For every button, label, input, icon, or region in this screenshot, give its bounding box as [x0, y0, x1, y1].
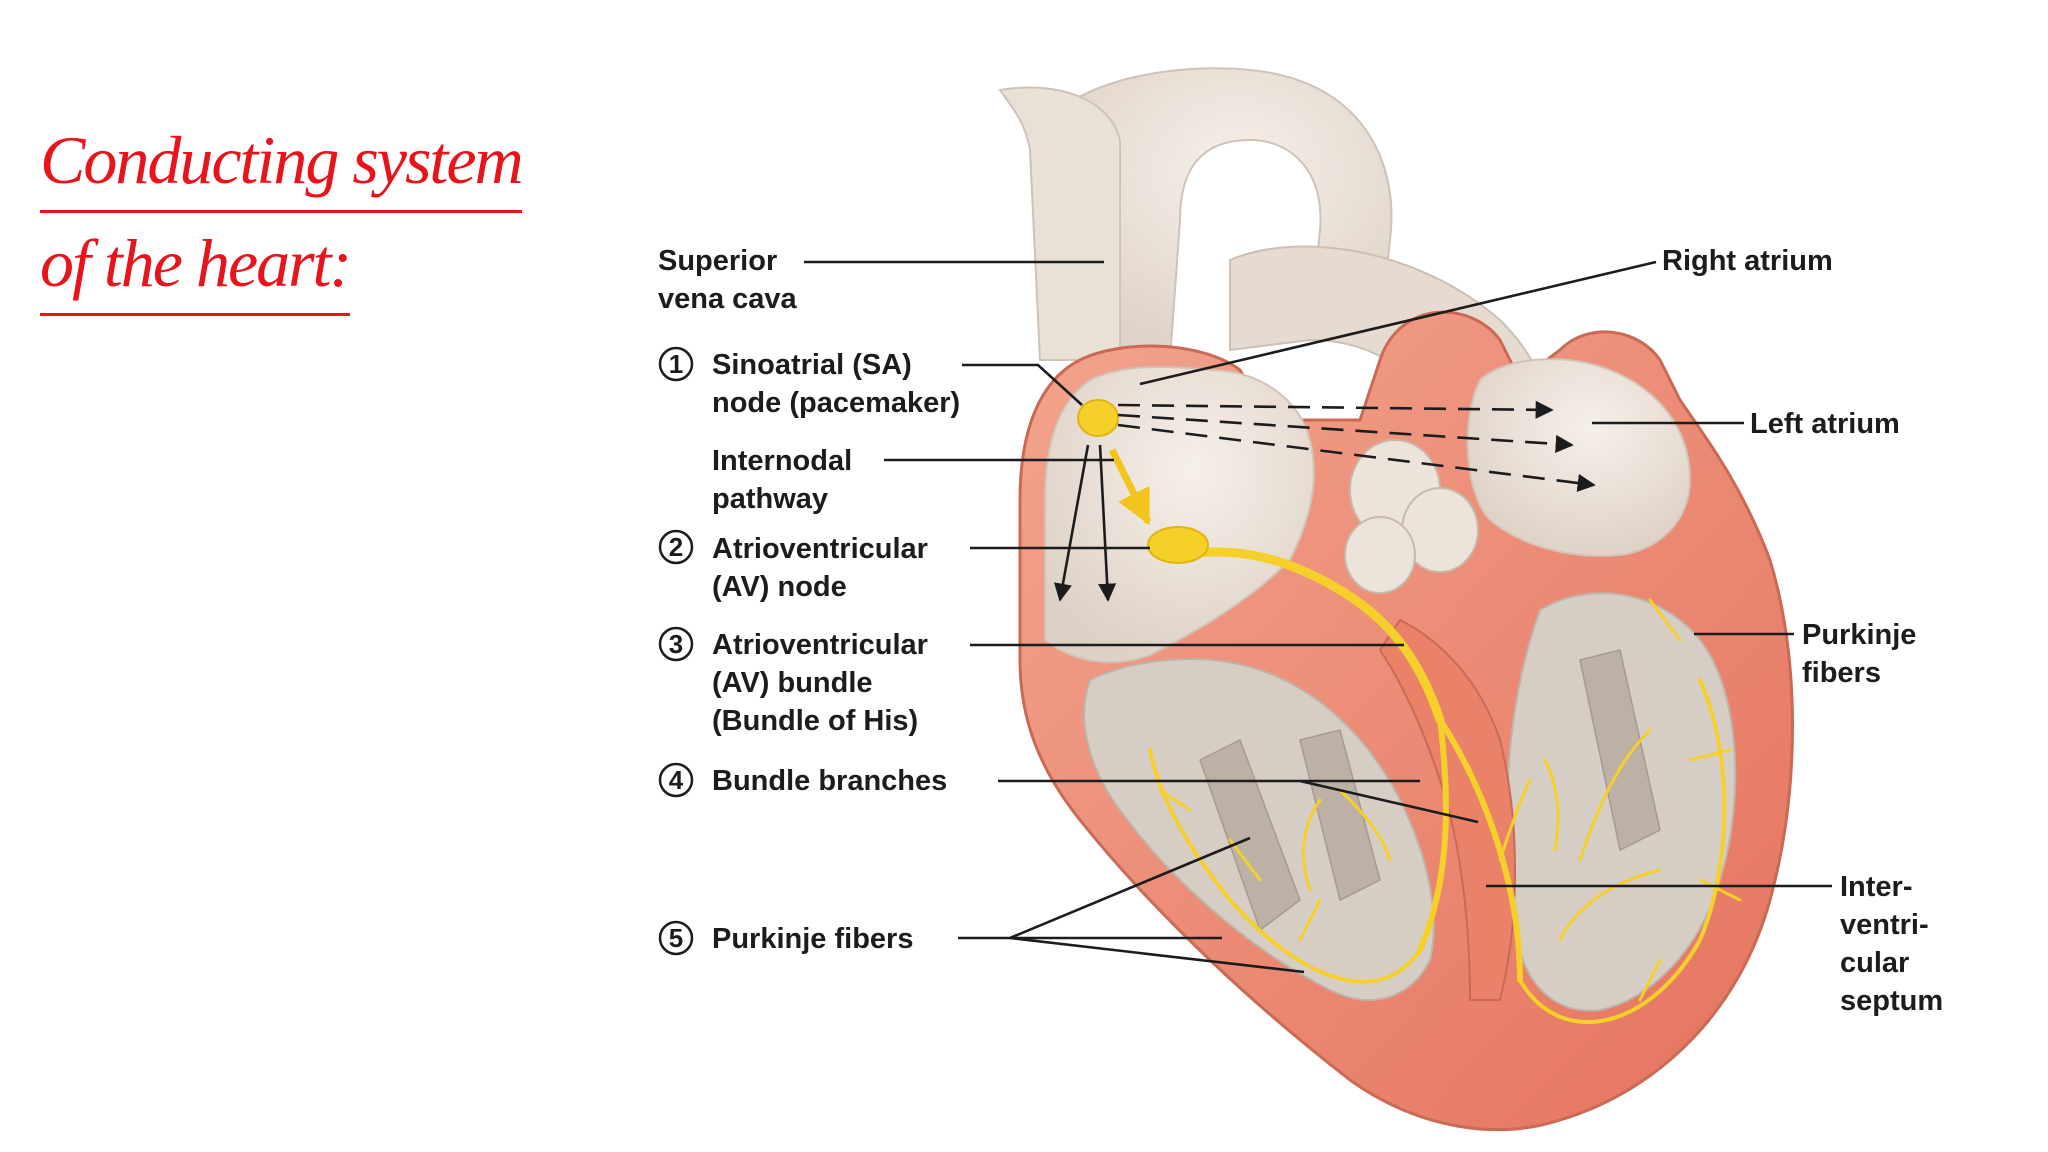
superior-vena-cava — [998, 86, 1121, 361]
step-markers: 1 2 3 4 5 — [658, 346, 694, 956]
step-2-marker: 2 — [658, 529, 694, 565]
step-3-number: 3 — [669, 629, 683, 659]
sa-down-arrow-2 — [1098, 444, 1117, 602]
step-5-number: 5 — [669, 923, 683, 953]
label-internodal-pathway: Internodal pathway — [712, 445, 860, 515]
sa-to-left-atrium-arrow-2 — [1117, 413, 1574, 454]
slide-title-line-2: of the heart: — [40, 213, 352, 316]
step-1-number: 1 — [669, 349, 683, 379]
sa-down-arrow-1 — [1053, 444, 1090, 602]
heart-valves — [1344, 439, 1479, 594]
label-left-atrium: Left atrium — [1750, 408, 1900, 440]
diagram-labels: Superior vena cava Sinoatrial (SA) node … — [658, 245, 1943, 1017]
label-interventricular-septum: Inter- ventri- cular septum — [1840, 871, 1943, 1017]
step-4-number: 4 — [669, 765, 684, 795]
sa-to-left-atrium-arrow-1 — [1117, 400, 1554, 419]
aortic-arch — [1048, 67, 1393, 361]
step-4-marker: 4 — [658, 762, 694, 798]
slide-title-line-1: Conducting system — [40, 110, 524, 213]
leader-lines — [804, 260, 1832, 974]
step-2-number: 2 — [669, 532, 683, 562]
label-av-node: Atrioventricular (AV) node — [712, 533, 936, 603]
sa-to-left-atrium-arrow-3 — [1117, 423, 1596, 492]
internodal-pathway-arrow — [1108, 448, 1152, 526]
label-bundle-branches: Bundle branches — [712, 765, 947, 797]
label-av-bundle: Atrioventricular (AV) bundle (Bundle of … — [712, 629, 936, 737]
leader-sa-node — [962, 363, 1083, 406]
leader-bundle-branches-2 — [1299, 779, 1479, 824]
step-3-marker: 3 — [658, 626, 694, 662]
label-purkinje-fibers-right: Purkinje fibers — [1802, 619, 1925, 689]
step-5-marker: 5 — [658, 920, 694, 956]
slide-title: Conducting system of the heart: — [40, 110, 524, 316]
label-right-atrium: Right atrium — [1662, 245, 1833, 277]
leader-right-atrium — [1139, 260, 1657, 386]
papillary-muscles — [1199, 649, 1661, 932]
sa-node — [1077, 399, 1119, 437]
label-sa-node: Sinoatrial (SA) node (pacemaker) — [712, 349, 960, 419]
left-atrium-chamber — [1466, 358, 1692, 557]
step-1-marker: 1 — [658, 346, 694, 382]
conduction-system — [1148, 547, 1742, 1025]
interventricular-septum — [1378, 618, 1516, 1001]
label-purkinje-fibers-left: Purkinje fibers — [712, 923, 913, 955]
heart-illustration — [998, 67, 1794, 1132]
av-node — [1147, 526, 1209, 564]
leader-purkinje-left-3 — [1009, 936, 1305, 974]
label-superior-vena-cava: Superior vena cava — [658, 245, 798, 315]
